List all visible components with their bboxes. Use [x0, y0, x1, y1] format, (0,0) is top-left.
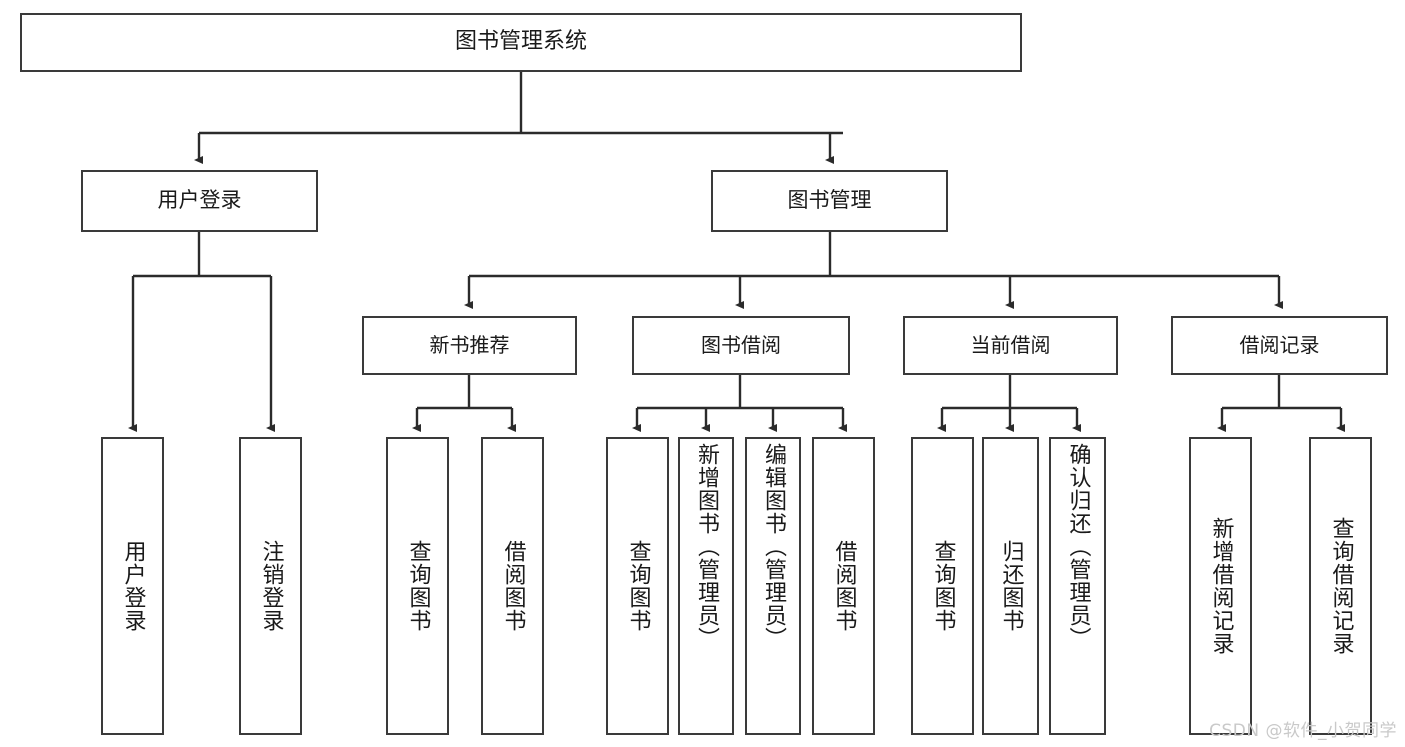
node-new-book-recommend[interactable]: 新书推荐 [362, 316, 577, 375]
node-label: 用户登录 [157, 188, 242, 213]
leaf-return-book[interactable]: 归还图书 [982, 437, 1039, 735]
leaf-add-borrow-record[interactable]: 新增借阅记录 [1189, 437, 1252, 735]
node-label: 确认归还（管理员） [1065, 443, 1091, 650]
leaf-logout[interactable]: 注销登录 [239, 437, 302, 735]
leaf-user-login[interactable]: 用户登录 [101, 437, 164, 735]
leaf-edit-book-admin[interactable]: 编辑图书（管理员） [745, 437, 801, 735]
leaf-add-book-admin[interactable]: 新增图书（管理员） [678, 437, 734, 735]
node-label: 新增借阅记录 [1208, 517, 1234, 655]
leaf-confirm-return-admin[interactable]: 确认归还（管理员） [1049, 437, 1106, 735]
node-label: 查询图书 [405, 540, 431, 632]
leaf-query-book-recommend[interactable]: 查询图书 [386, 437, 449, 735]
node-user-login[interactable]: 用户登录 [81, 170, 318, 232]
node-label: 图书借阅 [701, 333, 781, 358]
node-label: 图书管理 [787, 188, 872, 213]
csdn-watermark: CSDN @软件_小贺同学 [1209, 721, 1397, 741]
node-label: 当前借阅 [970, 333, 1051, 358]
leaf-borrow-book[interactable]: 借阅图书 [812, 437, 875, 735]
node-book-borrow[interactable]: 图书借阅 [632, 316, 850, 375]
node-label: 查询图书 [930, 540, 956, 632]
node-label: 用户登录 [120, 540, 146, 632]
node-label: 借阅图书 [831, 540, 857, 632]
leaf-borrow-book-recommend[interactable]: 借阅图书 [481, 437, 544, 735]
leaf-query-book-current[interactable]: 查询图书 [911, 437, 974, 735]
leaf-query-book-borrow[interactable]: 查询图书 [606, 437, 669, 735]
node-current-borrow[interactable]: 当前借阅 [903, 316, 1118, 375]
node-label: 编辑图书（管理员） [760, 443, 786, 650]
node-label: 借阅图书 [500, 540, 526, 632]
node-label: 借阅记录 [1239, 333, 1320, 358]
node-root-system[interactable]: 图书管理系统 [20, 13, 1022, 72]
leaf-query-borrow-record[interactable]: 查询借阅记录 [1309, 437, 1372, 735]
node-label: 图书管理系统 [454, 29, 587, 55]
node-label: 新书推荐 [429, 333, 510, 358]
node-label: 查询图书 [625, 540, 651, 632]
node-label: 查询借阅记录 [1328, 517, 1354, 655]
node-borrow-record[interactable]: 借阅记录 [1171, 316, 1388, 375]
node-label: 注销登录 [258, 540, 284, 632]
node-book-management[interactable]: 图书管理 [711, 170, 948, 232]
node-label: 归还图书 [998, 540, 1024, 632]
node-label: 新增图书（管理员） [693, 443, 719, 650]
